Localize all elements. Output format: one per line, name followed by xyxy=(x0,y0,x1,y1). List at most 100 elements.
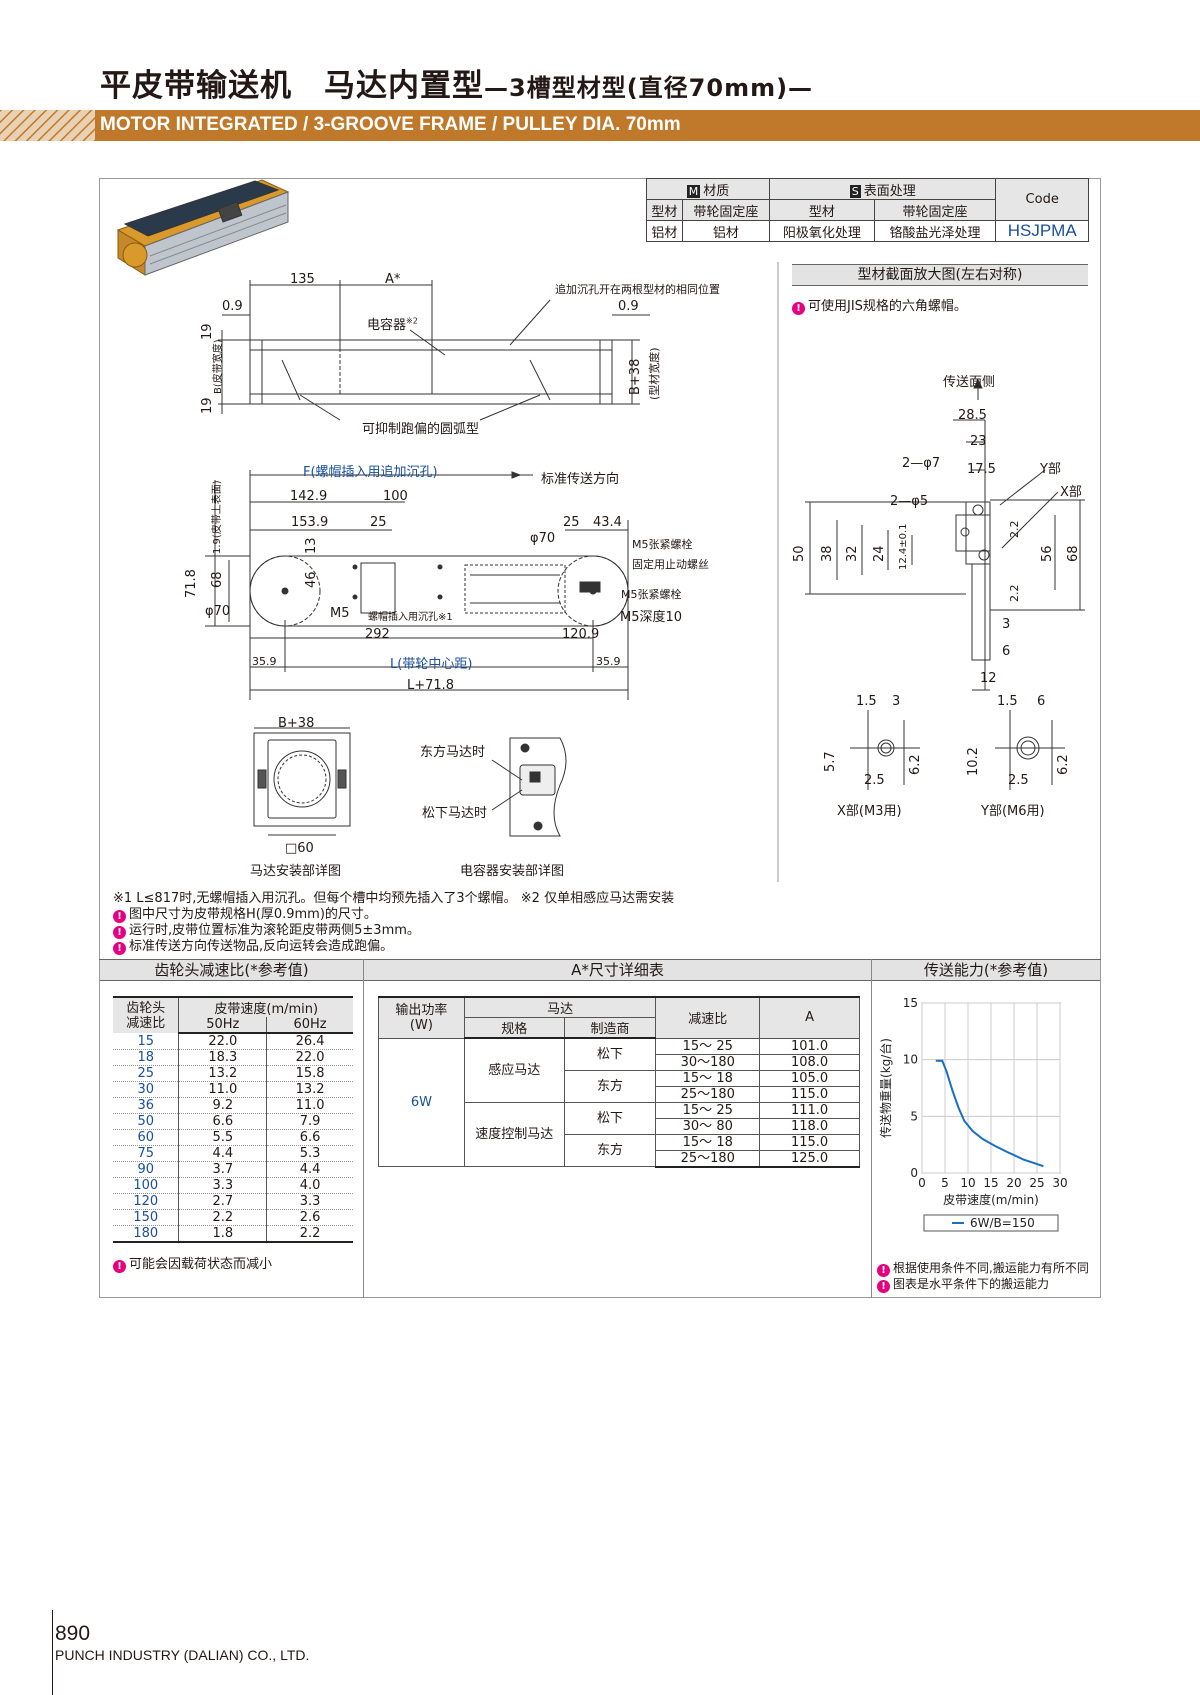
section-view-drawing xyxy=(805,378,1085,691)
cell-60hz: 4.4 xyxy=(266,1161,353,1178)
page-title: 平皮带输送机 马达内置型—3槽型材型(直径70mm)— xyxy=(100,60,813,105)
dim-46: 46 xyxy=(304,571,319,588)
cell-ratio: 90 xyxy=(113,1161,180,1178)
cell-60hz: 4.0 xyxy=(266,1177,353,1194)
cell-ratio: 150 xyxy=(113,1209,180,1226)
dim-phi70-b: φ70 xyxy=(205,604,231,619)
label-L: L(带轮中心距) xyxy=(390,657,473,672)
dim-56: 56 xyxy=(1040,545,1055,562)
page-number: 890 xyxy=(55,1622,91,1645)
label-X-part: X部 xyxy=(1060,485,1082,500)
gear-note: !可能会因载荷状态而减小 xyxy=(113,1253,272,1273)
company-name: PUNCH INDUSTRY (DALIAN) CO., LTD. xyxy=(55,1647,310,1663)
col-frame: 型材 xyxy=(646,199,683,221)
cell-60hz: 22.0 xyxy=(266,1049,353,1066)
val-surface2: 铬酸盐光泽处理 xyxy=(873,220,997,242)
note-3: !运行时,皮带位置标准为滚轮距皮带两侧5±3mm。 xyxy=(113,919,420,939)
y-axis-label: 传送物重量(kg/台) xyxy=(878,1038,893,1138)
cell-50hz: 18.3 xyxy=(178,1049,268,1066)
cell-power: 6W xyxy=(378,1037,465,1167)
y-tick-label: 0 xyxy=(910,1166,918,1180)
y-tick-label: 10 xyxy=(903,1053,918,1067)
cell-50hz: 6.6 xyxy=(178,1113,268,1130)
label-m5-depth: M5深度10 xyxy=(620,610,683,625)
label-direction: 标准传送方向 xyxy=(541,472,620,487)
dim-142-9: 142.9 xyxy=(290,489,328,504)
x-tick-label: 30 xyxy=(1052,1176,1067,1190)
cell-ratio: 25 xyxy=(113,1065,180,1082)
a-dimension-table: 输出功率 (W) 马达 减速比 A 规格 制造商 6W 感应马达 松下 15～ … xyxy=(378,996,860,1168)
cell-ratio: 25～180 xyxy=(655,1085,761,1103)
adim-section-header: A*尺寸详细表 xyxy=(364,959,871,981)
x-dim-2-5: 2.5 xyxy=(864,773,885,788)
dim-12: 12 xyxy=(980,671,997,686)
cell-ratio: 15～ 18 xyxy=(655,1133,761,1151)
series-line xyxy=(935,1059,1044,1168)
title-main: 平皮带输送机 马达内置型 xyxy=(100,68,484,104)
label-capacitor: 电容器※2 xyxy=(367,316,418,333)
label-F: F(螺帽插入用追加沉孔) xyxy=(303,465,438,480)
cell-50hz: 22.0 xyxy=(178,1033,268,1050)
cell-ratio: 30～180 xyxy=(655,1053,761,1071)
dim-35-9-b: 35.9 xyxy=(596,655,621,668)
note-1: ※1 L≤817时,无螺帽插入用沉孔。但每个槽中均预先插入了3个螺帽。 ※2 仅… xyxy=(113,891,675,906)
x-tick-label: 10 xyxy=(960,1176,975,1190)
cell-60hz: 2.6 xyxy=(266,1209,353,1226)
label-sq60: □60 xyxy=(285,841,314,856)
y-tick-label: 5 xyxy=(910,1109,918,1123)
banner-text: MOTOR INTEGRATED / 3-GROOVE FRAME / PULL… xyxy=(100,114,681,135)
note-4: !标准传送方向传送物品,反向运转会造成跑偏。 xyxy=(113,935,393,955)
cell-ratio: 30～ 80 xyxy=(655,1117,761,1135)
cell-ratio: 15～ 25 xyxy=(655,1037,761,1055)
dim-43-4: 43.4 xyxy=(593,515,622,530)
x-tick-label: 20 xyxy=(1006,1176,1021,1190)
dim-6: 6 xyxy=(1002,644,1011,659)
page-margin-line xyxy=(52,1610,53,1695)
label-frame-width: (型材宽度) xyxy=(648,347,661,400)
gear-section-header: 齿轮头减速比(*参考值) xyxy=(100,959,363,981)
x-y-detail-drawings xyxy=(850,710,1065,790)
cell-a: 101.0 xyxy=(759,1037,860,1055)
label-belt-surface: 1.9(皮带上表面) xyxy=(212,480,223,554)
capacity-section-header: 传送能力(*参考值) xyxy=(872,959,1100,981)
dim-2-2-b: 2.2 xyxy=(1008,584,1021,603)
cell-60hz: 26.4 xyxy=(266,1033,353,1050)
chart-legend xyxy=(923,1214,1059,1232)
cell-ratio: 100 xyxy=(113,1177,180,1194)
cell-50hz: 5.5 xyxy=(178,1129,268,1146)
label-m5-tension2: M5张紧螺栓 xyxy=(621,588,682,601)
cell-a: 118.0 xyxy=(759,1117,860,1135)
banner-bar xyxy=(0,110,1200,141)
product-code: HSJPMA xyxy=(995,220,1089,242)
technical-drawings xyxy=(116,179,1085,882)
title-sub: —3槽型材型(直径70mm)— xyxy=(484,74,814,102)
cell-ratio: 18 xyxy=(113,1049,180,1066)
y-dim-6: 6 xyxy=(1037,694,1046,709)
y-part-caption: Y部(M6用) xyxy=(981,804,1045,819)
dim-23: 23 xyxy=(970,434,987,449)
x-tick-label: 0 xyxy=(918,1176,926,1190)
label-m5-tension: M5张紧螺栓 xyxy=(632,538,693,551)
dim-32: 32 xyxy=(845,545,860,562)
x-tick-label: 5 xyxy=(941,1176,949,1190)
y-dim-2-5: 2.5 xyxy=(1008,773,1029,788)
cell-50hz: 3.7 xyxy=(178,1161,268,1178)
cell-maker-o1: 东方 xyxy=(563,1069,657,1103)
cell-50hz: 13.2 xyxy=(178,1065,268,1082)
col-belt-speed: 皮带速度(m/min) xyxy=(178,996,353,1017)
label-2phi5: 2—φ5 xyxy=(890,494,929,509)
cell-60hz: 7.9 xyxy=(266,1113,353,1130)
dim-71-8: 71.8 xyxy=(184,569,199,598)
cell-a: 115.0 xyxy=(759,1085,860,1103)
capacity-note-2: !图表是水平条件下的搬运能力 xyxy=(877,1275,1049,1293)
cell-50hz: 4.4 xyxy=(178,1145,268,1162)
capacity-note-1: !根据使用条件不同,搬运能力有所不同 xyxy=(877,1259,1089,1277)
col-maker: 制造商 xyxy=(563,1017,657,1039)
cell-ratio: 180 xyxy=(113,1225,180,1243)
label-B38-motor: B+38 xyxy=(278,716,315,731)
